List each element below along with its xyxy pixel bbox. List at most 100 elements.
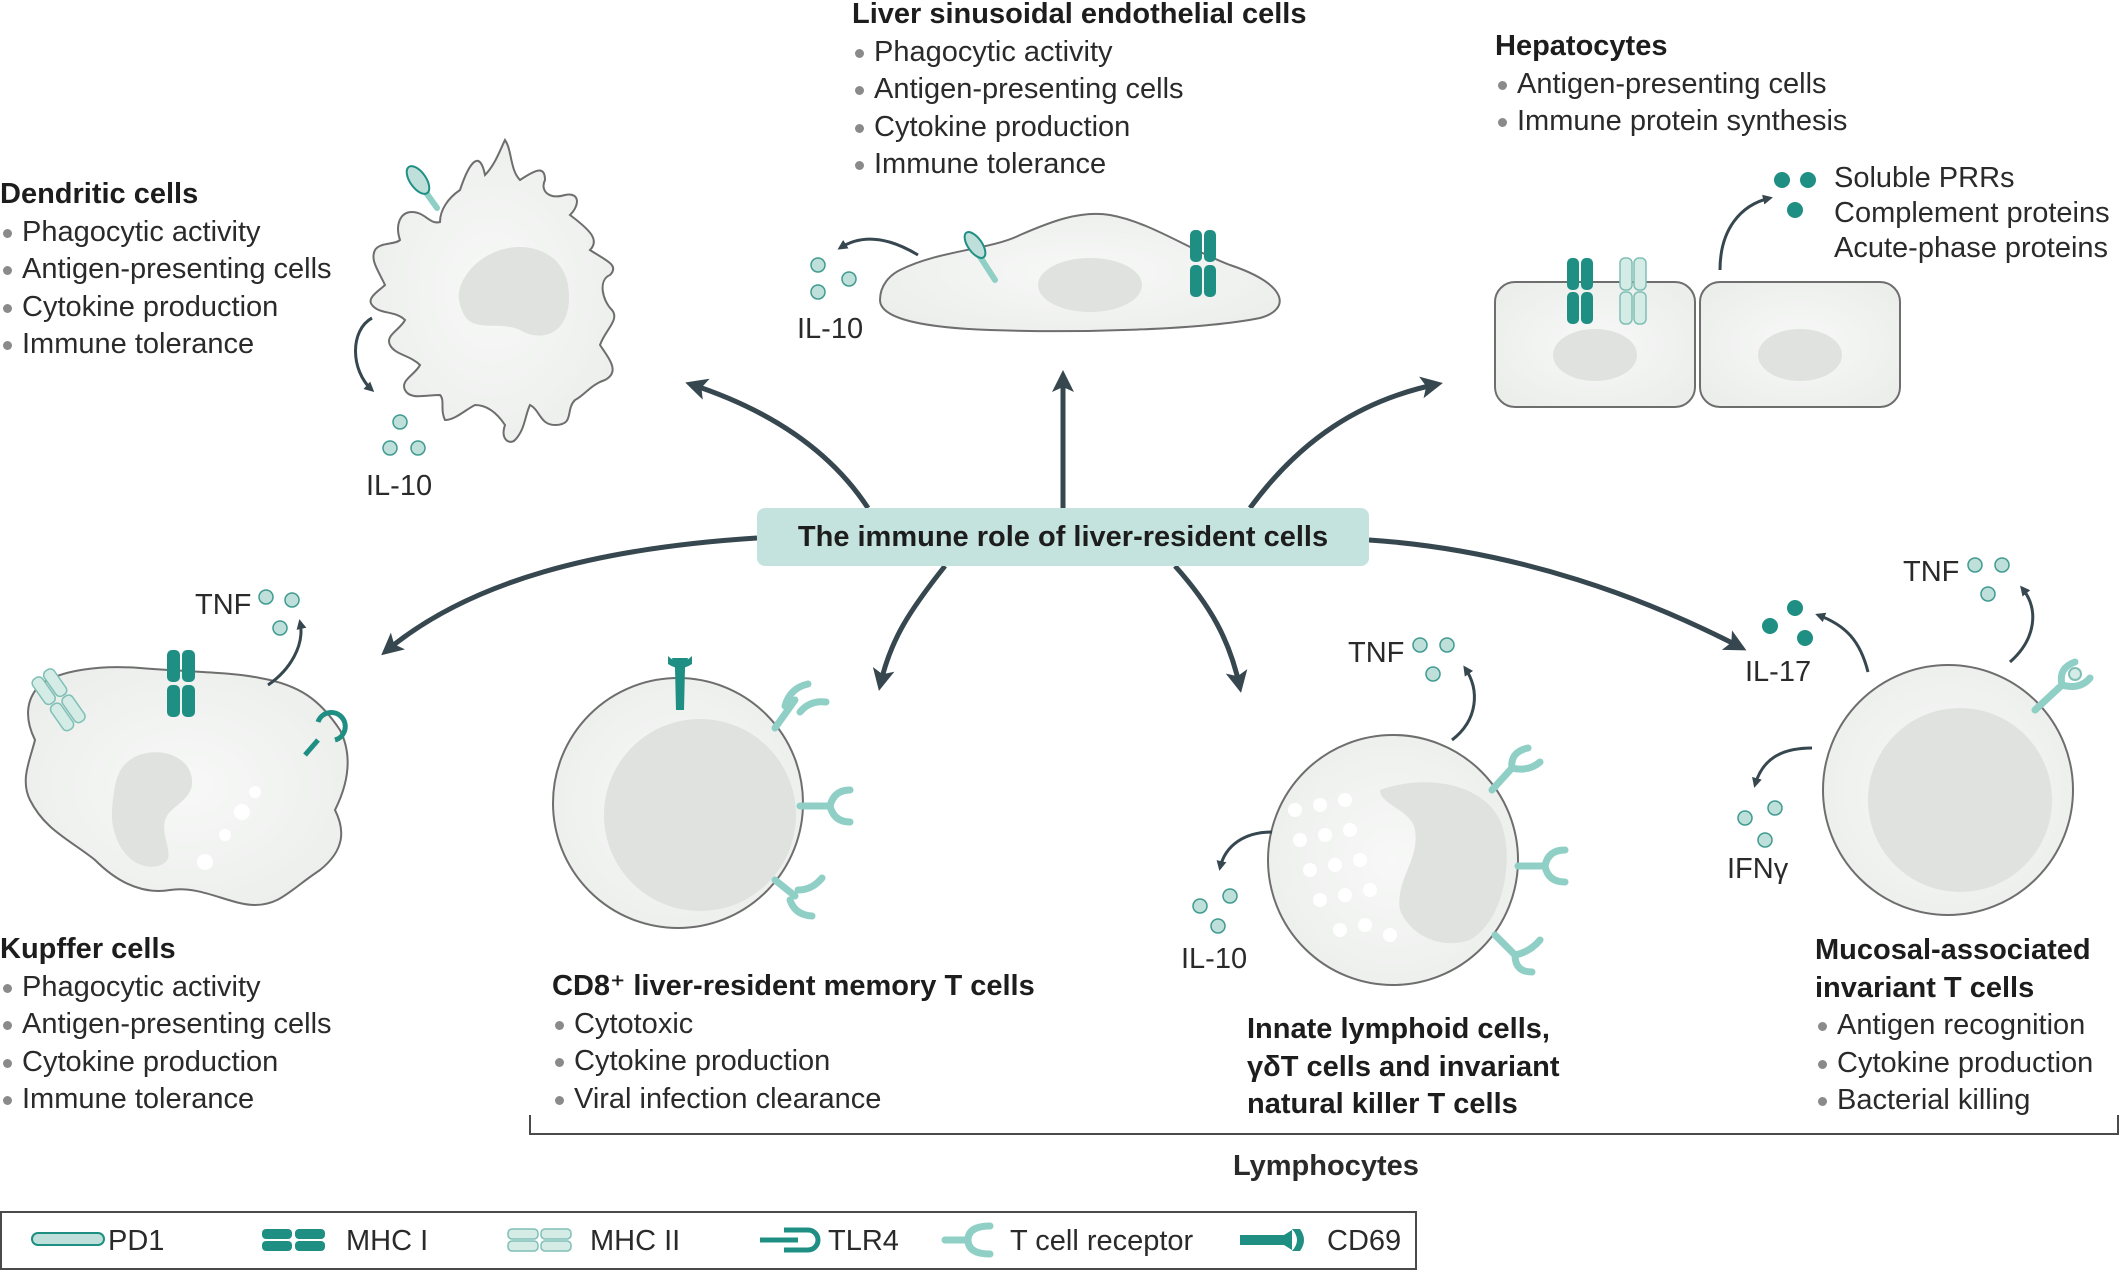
list-item: Phagocytic activity [0, 214, 332, 252]
legend-icons [31, 1222, 1304, 1258]
arrow-to-cd8 [872, 564, 947, 691]
list-item: Bacterial killing [1815, 1082, 2093, 1120]
cd8-list: Cytotoxic Cytokine production Viral infe… [552, 1006, 1035, 1119]
list-item: Cytokine production [552, 1043, 1035, 1081]
product-label: Soluble PRRs [1834, 162, 2015, 194]
list-item: Immune protein synthesis [1495, 103, 1847, 141]
t-cell-receptor [1488, 744, 1569, 976]
list-item: Immune tolerance [0, 326, 332, 364]
lsec-cell [810, 212, 1281, 333]
mhc-i-receptor [1567, 258, 1593, 324]
ilc-cell [1192, 637, 1569, 986]
mait-list: Antigen recognition Cytokine production … [1815, 1007, 2093, 1120]
arrow-to-ilc [1173, 564, 1248, 693]
mait-title-line: Mucosal-associated [1815, 934, 2091, 966]
list-item: Antigen-presenting cells [0, 251, 332, 289]
arrow-to-dendritic [685, 378, 871, 510]
list-item: Antigen-presenting cells [1495, 66, 1847, 104]
mhc-ii-receptor [31, 668, 86, 732]
cd8-info: CD8⁺ liver-resident memory T cells Cytot… [552, 968, 1035, 1118]
t-cell-receptor [2031, 658, 2094, 714]
cytokine-label: IL-10 [797, 313, 864, 345]
pd1-receptor [963, 231, 998, 283]
cd69-icon [1240, 1229, 1304, 1251]
legend-label-mhc-ii: MHC II [590, 1225, 681, 1257]
hepatocyte-products: Soluble PRRs Complement proteins Acute-p… [1834, 161, 2110, 266]
dendritic-title: Dendritic cells [0, 178, 199, 210]
center-title: The immune role of liver-resident cells [797, 520, 1329, 553]
pd1-receptor [405, 165, 440, 211]
hepatocytes-title: Hepatocytes [1495, 30, 1668, 62]
cytokine-label: TNF [195, 589, 252, 621]
ilc-title-line: γδT cells and invariant [1247, 1050, 1560, 1083]
dendritic-list: Phagocytic activity Antigen-presenting c… [0, 214, 332, 364]
legend-label-cd69: CD69 [1327, 1225, 1402, 1257]
t-cell-receptor [771, 680, 854, 920]
kupffer-info: Kupffer cells Phagocytic activity Antige… [0, 931, 332, 1119]
kupffer-nucleus [111, 752, 193, 867]
list-item: Antigen-presenting cells [852, 71, 1306, 109]
mhc-i-icon [262, 1229, 325, 1251]
lsec-list: Phagocytic activity Antigen-presenting c… [852, 34, 1306, 184]
ilc-title-line: Innate lymphoid cells, [1247, 1013, 1550, 1045]
mhc-i-receptor [167, 650, 195, 717]
tlr4-receptor [303, 710, 348, 757]
hepatocytes-list: Antigen-presenting cells Immune protein … [1495, 66, 1847, 141]
list-item: Cytokine production [0, 1044, 332, 1082]
arrow-to-hepatocytes [1247, 376, 1443, 510]
product-label: Acute-phase proteins [1834, 232, 2109, 264]
kupffer-title: Kupffer cells [0, 933, 176, 965]
cytokine-label: IFNγ [1727, 853, 1789, 885]
arrow-to-kupffer [381, 535, 758, 656]
list-item: Phagocytic activity [0, 969, 332, 1007]
ilc-info: Innate lymphoid cells, γδT cells and inv… [1247, 1011, 1560, 1124]
legend-label-tlr4: TLR4 [828, 1225, 899, 1257]
cytokine-label: IL-10 [366, 470, 433, 502]
ilc-title-line: natural killer T cells [1247, 1088, 1518, 1120]
cytokine-label: TNF [1348, 637, 1405, 669]
cd8-cell [552, 656, 854, 929]
arrow-to-mait [1368, 537, 1747, 651]
lsec-title: Liver sinusoidal endothelial cells [852, 0, 1307, 30]
list-item: Cytokine production [1815, 1045, 2093, 1083]
mait-cell [1737, 557, 2094, 916]
cytokine-label: IL-10 [1181, 943, 1248, 975]
mhc-i-receptor [1190, 230, 1216, 297]
center-title-box: The immune role of liver-resident cells [757, 508, 1369, 566]
legend-label-mhc-i: MHC I [346, 1225, 429, 1257]
list-item: Cytokine production [0, 289, 332, 327]
lsec-info: Liver sinusoidal endothelial cells Phago… [852, 0, 1306, 184]
mait-title-line: invariant T cells [1815, 971, 2035, 1004]
dendritic-cell [354, 138, 616, 456]
legend-label-pd1: PD1 [108, 1225, 165, 1257]
list-item: Immune tolerance [852, 146, 1306, 184]
product-label: Complement proteins [1834, 197, 2110, 229]
lymphocytes-bracket [529, 1115, 2119, 1135]
list-item: Immune tolerance [0, 1081, 332, 1119]
lymphocytes-label: Lymphocytes [1233, 1150, 1419, 1182]
legend: PD1 MHC I MHC II TLR4 T cell receptor CD… [0, 1211, 1417, 1270]
cytokine-label: TNF [1903, 556, 1960, 588]
list-item: Phagocytic activity [852, 34, 1306, 72]
mhc-ii-receptor [1619, 257, 1647, 325]
cd8-title: CD8⁺ liver-resident memory T cells [552, 970, 1035, 1002]
kupffer-list: Phagocytic activity Antigen-presenting c… [0, 969, 332, 1119]
kupffer-cell [24, 589, 349, 907]
mait-info: Mucosal-associated invariant T cells Ant… [1815, 932, 2093, 1120]
pd1-icon [31, 1232, 105, 1246]
cytokine-label: IL-17 [1745, 656, 1812, 688]
main-arrows [381, 370, 1747, 693]
legend-label-tcr: T cell receptor [1010, 1225, 1194, 1257]
list-item: Viral infection clearance [552, 1081, 1035, 1119]
cd69-receptor [668, 656, 692, 710]
t-cell-receptor-icon [941, 1222, 994, 1258]
list-item: Antigen-presenting cells [0, 1006, 332, 1044]
hepatocytes-info: Hepatocytes Antigen-presenting cells Imm… [1495, 28, 1847, 141]
list-item: Cytotoxic [552, 1006, 1035, 1044]
list-item: Antigen recognition [1815, 1007, 2093, 1045]
lsec-nucleus [1038, 258, 1142, 312]
dendritic-info: Dendritic cells Phagocytic activity Anti… [0, 176, 332, 364]
list-item: Cytokine production [852, 109, 1306, 147]
tlr4-icon [760, 1227, 821, 1253]
mhc-ii-icon [507, 1228, 572, 1252]
